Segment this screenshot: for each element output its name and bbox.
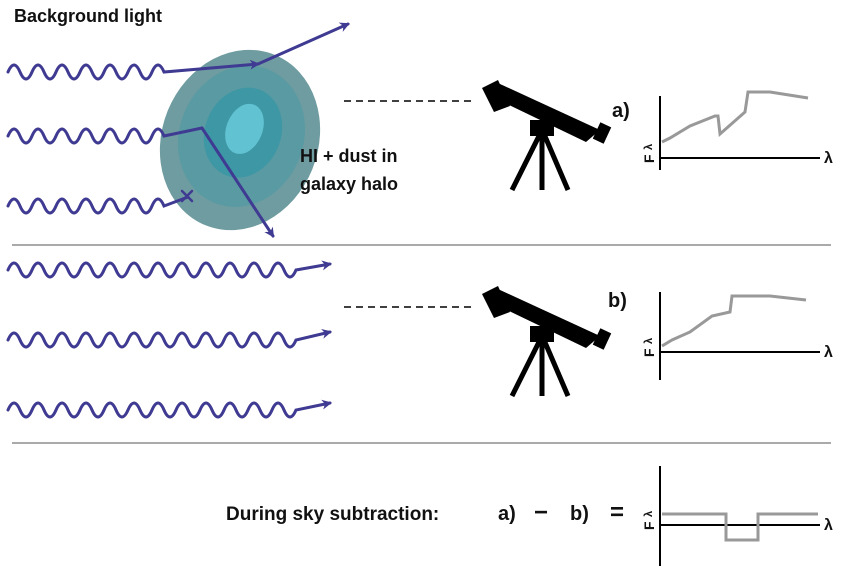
- formula-minus: −: [534, 499, 548, 526]
- sky-subtraction-label: During sky subtraction:: [226, 504, 439, 525]
- wave-5: [6, 328, 332, 349]
- scattered-ray-1: [256, 22, 350, 66]
- axis-flux-sub-c: λ: [643, 511, 655, 517]
- axis-flux-sub-b: λ: [643, 338, 655, 344]
- axis-lambda-c: λ: [824, 517, 833, 534]
- middle-light-rays: [6, 260, 332, 419]
- panel-a-label: a): [612, 100, 630, 122]
- halo-label-line1: HI + dust in: [300, 146, 398, 166]
- wave-3: [6, 195, 190, 215]
- axis-flux-sub-a: λ: [643, 144, 655, 150]
- panel-b-label: b): [608, 290, 627, 312]
- axis-flux-b: F: [641, 348, 657, 357]
- scattered-ray-2: [200, 126, 275, 238]
- halo-label-line2: galaxy halo: [300, 174, 398, 194]
- telescope-icon: [482, 80, 612, 192]
- spectrum-a: F λ λ: [641, 90, 833, 170]
- absorbed-x-icon: [180, 189, 194, 203]
- background-light-label: Background light: [14, 6, 162, 26]
- galaxy-halo: [159, 49, 321, 231]
- axis-lambda-a: λ: [824, 150, 833, 167]
- wave-2: [6, 126, 204, 145]
- formula-equals: =: [610, 499, 624, 526]
- axis-lambda-b: λ: [824, 344, 833, 361]
- top-light-rays: [6, 22, 350, 238]
- axis-flux-a: F: [641, 154, 657, 163]
- wave-1: [6, 59, 260, 81]
- telescope-icon: [482, 286, 612, 398]
- wave-6: [6, 399, 332, 419]
- wave-4: [6, 260, 332, 279]
- axis-flux-c: F: [641, 521, 657, 530]
- formula-b: b): [570, 503, 589, 525]
- spectrum-difference: F λ λ: [641, 466, 833, 566]
- spectrum-b: F λ λ: [641, 292, 833, 380]
- formula-a: a): [498, 503, 516, 525]
